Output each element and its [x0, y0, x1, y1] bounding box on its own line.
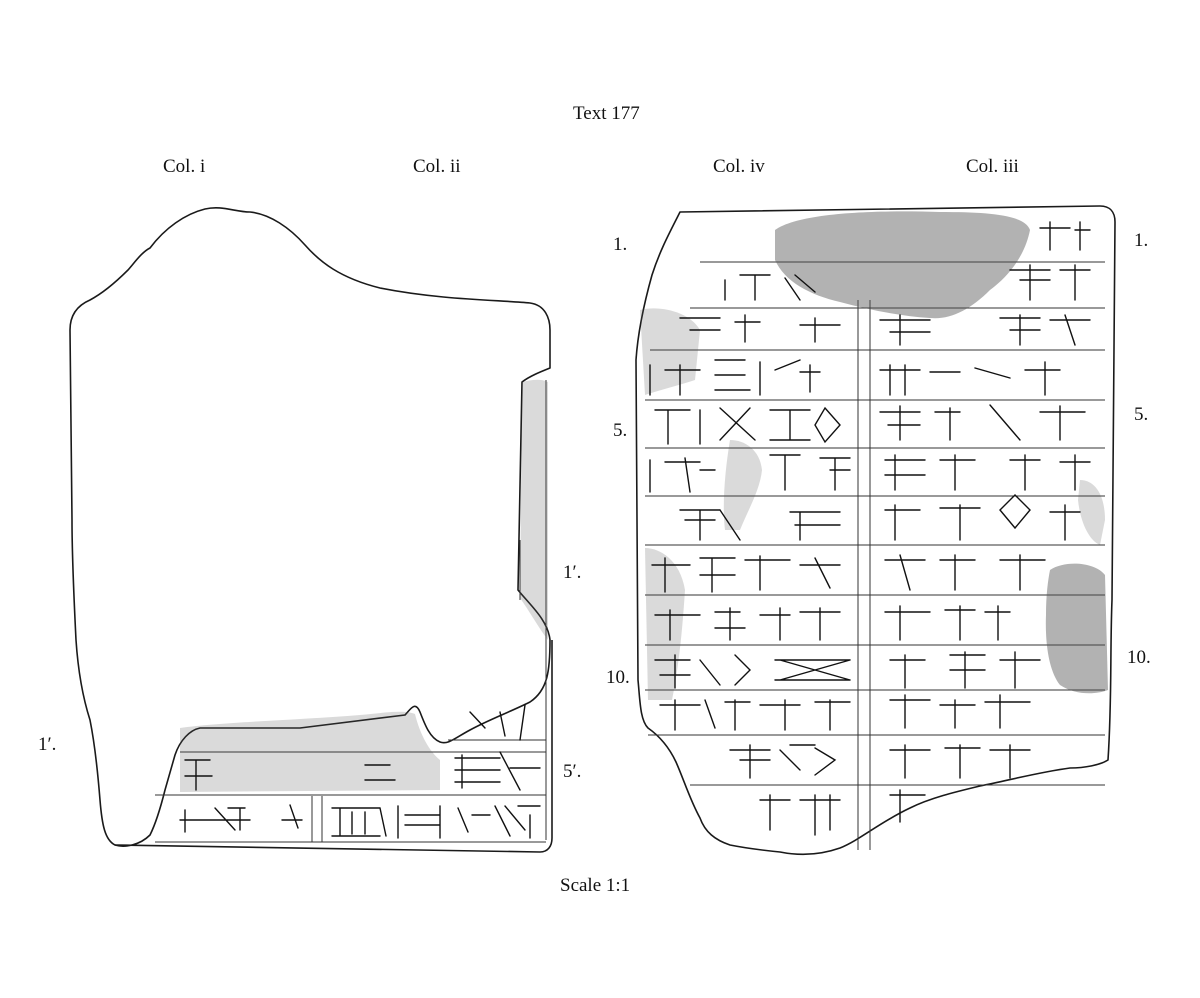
- scale-label: Scale 1:1: [560, 875, 631, 896]
- reverse-signs-col-iv: [649, 274, 851, 836]
- reverse-left-line-mark-10: 10.: [606, 667, 630, 688]
- reverse-tablet: [635, 205, 1116, 856]
- col-iv-label: Col. iv: [713, 156, 765, 177]
- reverse-right-line-mark-1: 1.: [1134, 230, 1149, 251]
- reverse-erosion: [640, 211, 1108, 700]
- obverse-bottom-edge: [114, 640, 553, 853]
- col-ii-label: Col. ii: [413, 156, 461, 177]
- obverse-rulings: [155, 380, 547, 843]
- page-title: Text 177: [573, 103, 640, 124]
- reverse-right-line-mark-10: 10.: [1127, 647, 1151, 668]
- obverse-outline: [69, 206, 551, 847]
- obverse-left-line-mark-1: 1′.: [38, 734, 57, 755]
- obverse-signs: [179, 704, 541, 839]
- obverse-tablet: [69, 206, 553, 853]
- col-iii-label: Col. iii: [966, 156, 1019, 177]
- obverse-erosion: [180, 379, 548, 792]
- reverse-rulings: [645, 261, 1105, 850]
- col-i-label: Col. i: [163, 156, 206, 177]
- reverse-outline: [635, 205, 1116, 856]
- reverse-right-line-mark-5: 5.: [1134, 404, 1149, 425]
- obverse-right-line-mark-1: 1′.: [563, 562, 582, 583]
- reverse-left-line-mark-5: 5.: [613, 420, 628, 441]
- reverse-signs-col-iii: [879, 221, 1091, 823]
- obverse-right-line-mark-5: 5′.: [563, 761, 582, 782]
- reverse-left-line-mark-1: 1.: [613, 234, 628, 255]
